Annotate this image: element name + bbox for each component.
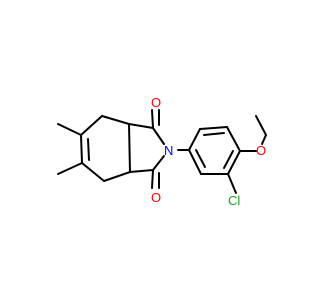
substituents — [227, 115, 267, 194]
bond-n-c3 — [152, 155, 165, 171]
nitrogen-atom-label: N — [164, 143, 173, 158]
bond-ar-6-1-inner — [195, 149, 206, 168]
chlorine-atom-label: Cl — [228, 193, 240, 208]
bond-c6-c7 — [81, 162, 105, 182]
bond-c3a-c4 — [101, 115, 130, 125]
bond-o-methyl-a — [261, 134, 267, 145]
bond-c1-o-a — [151, 109, 154, 129]
oxygen-atom-label-top: O — [151, 95, 161, 110]
atom-labels: N O O O Cl — [151, 95, 266, 208]
bond-ar-1-2 — [188, 128, 201, 151]
benzene-ring — [188, 126, 241, 175]
bond-c3-o-a — [151, 169, 154, 189]
bond-c3a-c1 — [128, 123, 154, 129]
bond-ar-3-4 — [226, 126, 241, 152]
bond-ar-2-3 — [199, 126, 228, 130]
bond-c5-c6 — [80, 134, 83, 164]
bond-c1-n — [152, 127, 165, 145]
bond-ar-6-1 — [188, 149, 202, 175]
methoxy-oxygen-atom-label: O — [256, 143, 266, 158]
cyclohexene-ring — [80, 115, 131, 182]
bond-c4-c5 — [80, 115, 103, 136]
bond-ar-cl — [227, 173, 237, 194]
bond-o-methyl-b — [255, 115, 267, 136]
bond-ar-2-3-inner — [203, 132, 225, 136]
molecule-structure: N O O O Cl — [57, 95, 267, 208]
bond-c5-methyl — [57, 123, 82, 136]
bond-c3-c7a — [129, 169, 154, 173]
imide-ring — [128, 109, 190, 189]
bond-ar-4-5 — [227, 150, 241, 175]
methyl-groups — [57, 123, 83, 175]
bond-ar-4-5-inner — [223, 150, 234, 169]
bond-c5-c6-inner — [87, 138, 90, 161]
oxygen-atom-label-bottom: O — [151, 190, 161, 205]
bond-c7-c7a — [103, 171, 131, 182]
bond-c6-methyl — [57, 162, 83, 175]
bond-c7a-c3a — [128, 123, 131, 173]
